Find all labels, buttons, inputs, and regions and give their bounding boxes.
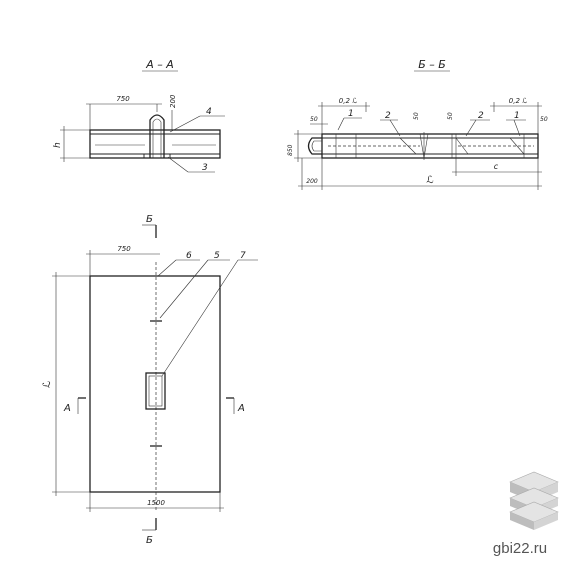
bb-dim-200: 200 — [306, 178, 318, 185]
bb-callout-1a: 1 — [348, 109, 354, 119]
stacked-slabs-logo — [509, 471, 559, 530]
bb-dim-02l-right: 0,2 ℒ — [509, 97, 527, 105]
bb-dim-50-c: 50 — [447, 112, 454, 120]
section-aa-title: А – А — [145, 58, 174, 71]
bb-dim-c: c — [494, 162, 499, 171]
site-watermark: gbi22.ru — [493, 540, 547, 557]
bb-dim-850: 850 — [287, 144, 294, 156]
section-bb: Б – Б 0,2 ℒ 0,2 ℒ 50 50 — [287, 58, 548, 190]
plan-callout-7: 7 — [240, 251, 246, 261]
bb-callout-2b: 2 — [478, 111, 484, 121]
section-bb-title: Б – Б — [418, 58, 446, 71]
aa-callout-3: 3 — [202, 163, 208, 173]
bb-dim-50-b: 50 — [413, 112, 420, 120]
plan-marker-b-bottom: Б — [146, 535, 153, 546]
bb-dim-02l-left: 0,2 ℒ — [339, 97, 357, 105]
plan-callout-6: 6 — [186, 251, 192, 261]
plan-view: Б Б А А 750 1500 ℒ 6 5 7 — [42, 214, 258, 546]
bb-dim-l: ℒ — [426, 175, 433, 186]
bb-dim-50-d: 50 — [540, 116, 548, 123]
plan-marker-a-left: А — [63, 403, 71, 414]
aa-dim-750: 750 — [116, 95, 130, 103]
plan-dim-l: ℒ — [42, 381, 53, 388]
plan-dim-1500: 1500 — [147, 499, 165, 507]
plan-dim-750: 750 — [117, 245, 131, 253]
section-aa: А – А 750 200 h 4 3 — [53, 58, 225, 173]
bb-callout-1b: 1 — [514, 111, 520, 121]
aa-callout-4: 4 — [206, 107, 212, 117]
bb-dim-50-a: 50 — [310, 116, 318, 123]
plan-marker-b-top: Б — [146, 214, 153, 225]
aa-dim-200: 200 — [169, 94, 177, 108]
plan-marker-a-right: А — [237, 403, 245, 414]
aa-dim-h: h — [53, 142, 63, 148]
plan-callout-5: 5 — [214, 251, 220, 261]
bb-callout-2a: 2 — [385, 111, 391, 121]
